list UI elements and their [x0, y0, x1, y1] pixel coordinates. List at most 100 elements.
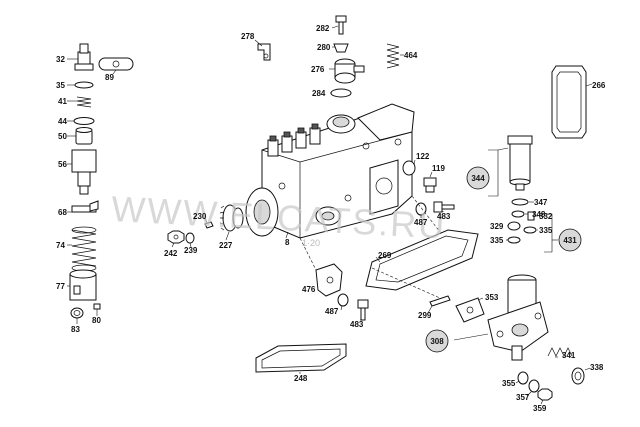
roller-83[interactable] [70, 307, 84, 319]
callout-276[interactable]: 276 [311, 65, 325, 74]
callout-299[interactable]: 299 [418, 311, 432, 320]
watermark-small: 1·20 [302, 238, 320, 248]
feed-pump-308[interactable] [487, 274, 549, 361]
clip-280[interactable] [333, 43, 349, 53]
callout-80[interactable]: 80 [92, 316, 101, 325]
callout-332[interactable]: 332 [539, 212, 553, 221]
callout-242[interactable]: 242 [164, 249, 178, 258]
callout-68[interactable]: 68 [58, 208, 67, 217]
seal-335a[interactable] [523, 226, 537, 234]
callout-74[interactable]: 74 [56, 241, 65, 250]
pin-80[interactable] [93, 303, 101, 310]
callout-483[interactable]: 483 [437, 212, 451, 221]
callout-341[interactable]: 341 [562, 351, 576, 360]
callout-269[interactable]: 269 [378, 251, 392, 260]
callout-282[interactable]: 282 [316, 24, 330, 33]
callout-50[interactable]: 50 [58, 132, 67, 141]
plunger-barrel-56[interactable] [71, 149, 97, 195]
callout-487-lower[interactable]: 487 [325, 307, 339, 316]
bolt-483a[interactable] [433, 201, 455, 213]
washer-239[interactable] [185, 232, 195, 244]
callout-278[interactable]: 278 [241, 32, 255, 41]
valve-50[interactable] [75, 127, 93, 145]
callout-56[interactable]: 56 [58, 160, 67, 169]
callout-89[interactable]: 89 [105, 73, 114, 82]
callout-308[interactable]: 308 [425, 329, 449, 353]
plug-119[interactable] [423, 177, 437, 193]
plug-338[interactable] [571, 367, 585, 385]
seal-335b[interactable] [507, 236, 521, 244]
callout-431[interactable]: 431 [558, 228, 582, 252]
plunger-spring-74[interactable] [71, 226, 97, 272]
callout-329[interactable]: 329 [490, 222, 504, 231]
delivery-valve-holder[interactable] [74, 43, 94, 71]
gasket-353[interactable] [455, 297, 485, 323]
seal-347[interactable] [511, 198, 529, 206]
gasket-248[interactable] [255, 343, 347, 373]
spring-341[interactable] [547, 347, 573, 357]
callout-230[interactable]: 230 [193, 212, 207, 221]
valve-276[interactable] [334, 58, 365, 84]
callout-41[interactable]: 41 [58, 97, 67, 106]
washer-487b[interactable] [337, 293, 349, 307]
callout-284[interactable]: 284 [312, 89, 326, 98]
seal-355[interactable] [517, 371, 529, 385]
tappet-77[interactable] [69, 269, 97, 301]
gasket-89[interactable] [98, 57, 134, 71]
callout-8[interactable]: 8 [285, 238, 290, 247]
gear-227[interactable] [219, 204, 244, 232]
washer-357[interactable] [528, 379, 540, 393]
callout-355[interactable]: 355 [502, 379, 516, 388]
callout-344[interactable]: 344 [466, 166, 490, 190]
seal-284[interactable] [330, 88, 352, 98]
seal-348[interactable] [511, 210, 525, 218]
filter-bowl-344[interactable] [507, 135, 533, 191]
callout-35[interactable]: 35 [56, 81, 65, 90]
nut-242[interactable] [167, 230, 185, 244]
bracket-278[interactable] [257, 43, 271, 61]
callout-476[interactable]: 476 [302, 285, 316, 294]
bracket-476[interactable] [315, 263, 343, 297]
svg-text:344: 344 [471, 174, 485, 183]
washer-329[interactable] [507, 221, 521, 231]
injection-pump-body[interactable] [245, 103, 415, 239]
seal-122[interactable] [402, 160, 416, 176]
bolt-483b[interactable] [357, 299, 369, 321]
callout-347[interactable]: 347 [534, 198, 548, 207]
callout-348[interactable]: 348 [532, 210, 546, 219]
callout-487[interactable]: 487 [414, 218, 428, 227]
callout-335-upper[interactable]: 335 [539, 226, 553, 235]
callout-119[interactable]: 119 [432, 164, 445, 173]
callout-77[interactable]: 77 [56, 282, 65, 291]
callout-32[interactable]: 32 [56, 55, 65, 64]
callout-359[interactable]: 359 [533, 404, 547, 413]
callout-353[interactable]: 353 [485, 293, 499, 302]
callout-83[interactable]: 83 [71, 325, 80, 334]
callout-280[interactable]: 280 [317, 43, 331, 52]
callout-483-lower[interactable]: 483 [350, 320, 364, 329]
callout-338[interactable]: 338 [590, 363, 604, 372]
svg-text:308: 308 [430, 337, 444, 346]
callout-248[interactable]: 248 [294, 374, 308, 383]
spring-seat-68[interactable] [71, 200, 99, 213]
washer-44[interactable] [73, 117, 95, 125]
callout-266[interactable]: 266 [592, 81, 606, 90]
o-ring-35[interactable] [74, 81, 94, 89]
callout-357[interactable]: 357 [516, 393, 530, 402]
nut-359[interactable] [537, 388, 553, 401]
callout-122[interactable]: 122 [416, 152, 430, 161]
key-230[interactable] [204, 221, 214, 229]
stud-299[interactable] [429, 295, 451, 307]
cover-plate-269[interactable] [365, 229, 479, 291]
spring-41[interactable] [76, 96, 92, 108]
callout-335-lower[interactable]: 335 [490, 236, 504, 245]
callout-464[interactable]: 464 [404, 51, 418, 60]
bolt-332[interactable] [527, 211, 535, 221]
screw-282[interactable] [335, 15, 347, 35]
spring-464[interactable] [386, 43, 400, 69]
callout-239[interactable]: 239 [184, 246, 198, 255]
callout-44[interactable]: 44 [58, 117, 67, 126]
callout-227[interactable]: 227 [219, 241, 233, 250]
cover-gasket-266[interactable] [551, 65, 587, 139]
